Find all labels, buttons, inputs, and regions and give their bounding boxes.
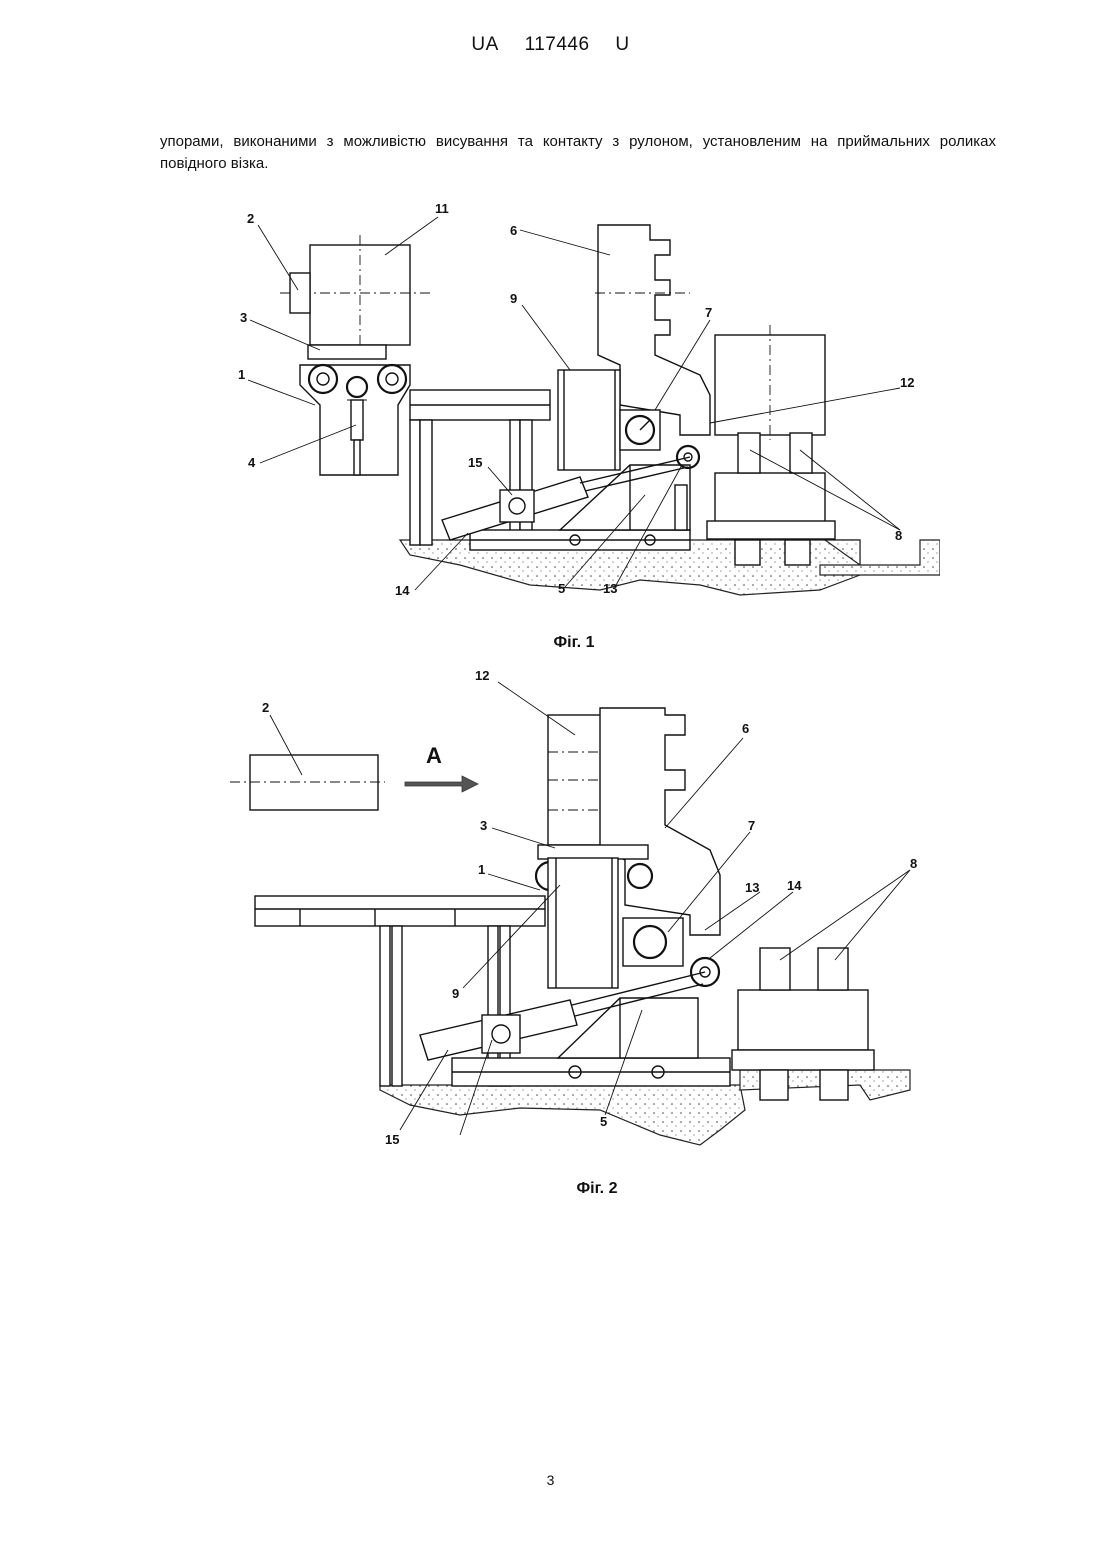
fig1-label-14: 14 (395, 583, 410, 598)
patent-header: UA 117446 U (0, 34, 1101, 56)
fig2-label-9: 9 (452, 986, 459, 1001)
fig1-label-7: 7 (705, 305, 712, 320)
fig1-label-5: 5 (558, 581, 565, 596)
body-paragraph: упорами, виконаними з можливістю висуван… (160, 131, 996, 175)
fig1-label-12: 12 (900, 375, 914, 390)
fig1-label-8: 8 (895, 528, 902, 543)
fig2-label-6: 6 (742, 721, 749, 736)
page-number: 3 (0, 1472, 1101, 1488)
fig1-label-3: 3 (240, 310, 247, 325)
fig2-label-12: 13 (745, 880, 759, 895)
fig2-label-5: 5 (600, 1114, 607, 1129)
fig1-label-6: 6 (510, 223, 517, 238)
fig2-label-14: 15 (385, 1132, 399, 1147)
header-prefix: UA (471, 34, 498, 56)
fig2-arrow-label: А (426, 743, 442, 768)
fig1-label-9: 9 (510, 291, 517, 306)
fig1-label-15: 15 (468, 455, 482, 470)
fig2-label-3: 3 (480, 818, 487, 833)
fig1-label-13: 13 (603, 581, 617, 596)
fig2-label-2: 2 (262, 700, 269, 715)
fig1-label-2: 2 (247, 211, 254, 226)
figure-1-caption: Фіг. 1 (474, 634, 674, 652)
fig2-label-1: 1 (478, 862, 485, 877)
figure-1-drawing: 2 11 3 1 4 6 9 7 12 15 14 5 13 8 (220, 195, 940, 615)
fig2-label-8: 8 (910, 856, 917, 871)
fig1-label-1: 1 (238, 367, 245, 382)
fig2-label-11: 12 (475, 668, 489, 683)
fig1-label-11: 11 (435, 201, 449, 216)
fig2-label-7: 7 (748, 818, 755, 833)
header-number: 117446 (525, 34, 590, 56)
fig1-label-4: 4 (248, 455, 256, 470)
figure-2-caption: Фіг. 2 (497, 1180, 697, 1198)
header-suffix: U (615, 34, 629, 56)
figure-2-drawing: А (220, 660, 920, 1160)
fig2-label-13: 14 (787, 878, 802, 893)
